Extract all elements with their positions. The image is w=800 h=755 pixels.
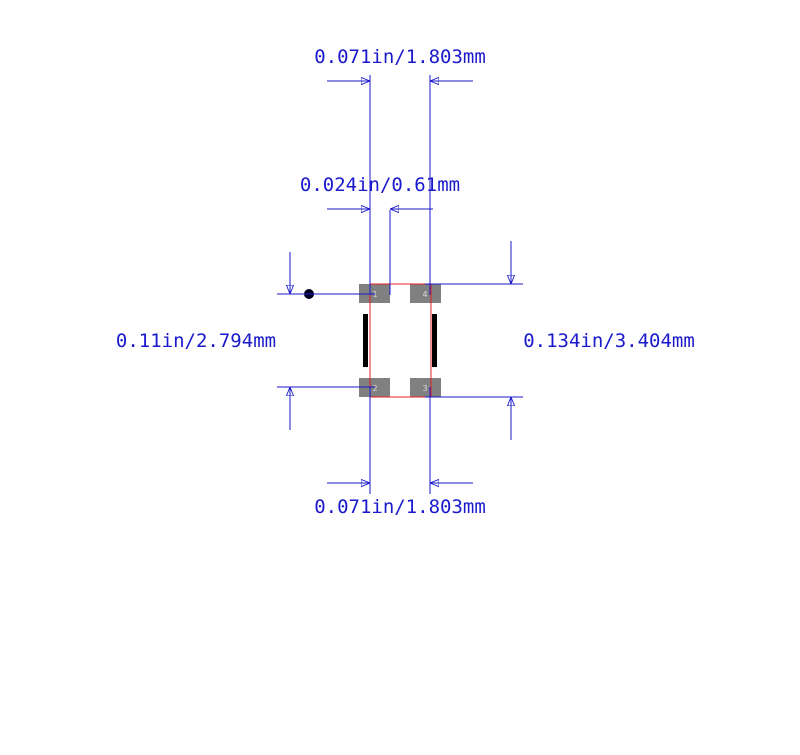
component-outline [369,283,432,398]
dim-pitch-height-label: 0.11in/2.794mm [116,330,276,352]
pads: 1 4 2 3 [359,284,441,397]
pad-3 [410,378,441,397]
dimension-lines [277,75,523,494]
dim-bottom-width-label: 0.071in/1.803mm [314,496,486,518]
pad-4-label: 4 [422,290,427,299]
dim-pad-width-label: 0.024in/0.61mm [300,174,460,196]
pad-2-label: 2 [372,384,377,393]
silkscreen-left [363,314,368,367]
dim-top-width-label: 0.071in/1.803mm [314,46,486,68]
dim-overall-height-label: 0.134in/3.404mm [523,330,695,352]
pad-3-label: 3 [422,384,427,393]
pad-4 [410,284,441,303]
silkscreen-right [432,314,437,367]
